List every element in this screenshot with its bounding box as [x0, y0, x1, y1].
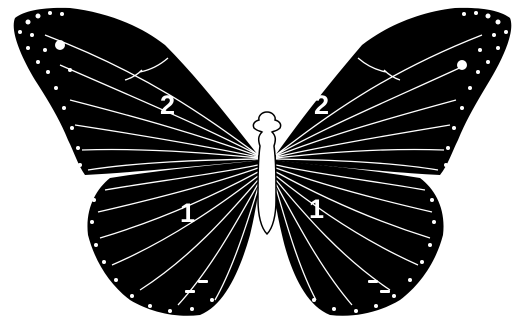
label-left-hindwing: 1 [180, 198, 195, 228]
label-left-forewing: 2 [160, 90, 175, 120]
left-wings [14, 8, 262, 316]
right-wings [272, 8, 511, 316]
label-right-hindwing: 1 [309, 194, 324, 224]
label-right-forewing: 2 [314, 90, 329, 120]
